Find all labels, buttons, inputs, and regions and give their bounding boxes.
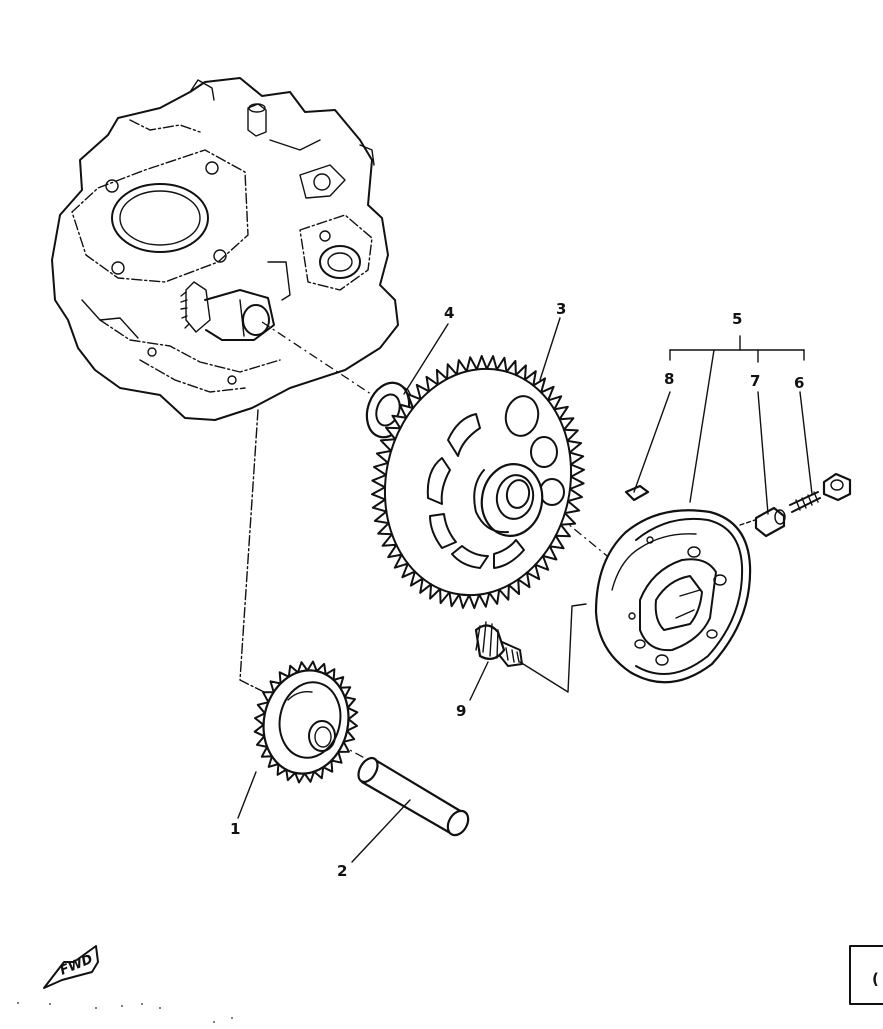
starter-wheel-gear-part-3 (371, 355, 585, 609)
callout-7: 7 (750, 372, 760, 390)
forward-marker-label: FWD (58, 952, 95, 979)
roller-part-8 (624, 484, 786, 538)
page-tab-text: ( (872, 970, 879, 988)
spring-part-7 (789, 491, 821, 513)
idle-gear-part-1 (237, 660, 359, 819)
callout-4: 4 (444, 304, 454, 322)
callout-3: 3 (556, 300, 566, 318)
page-reference-tab: ( (849, 945, 883, 1005)
part-5-bracket (633, 335, 813, 515)
callout-5: 5 (732, 310, 742, 328)
callout-2: 2 (337, 862, 347, 880)
starter-clutch-part-5 (594, 509, 752, 684)
callout-8: 8 (664, 370, 674, 388)
callout-labels: 1 2 3 4 5 6 7 8 9 (230, 300, 804, 880)
engine-crankcase (51, 77, 399, 421)
forward-arrow-icon: FWD (43, 945, 99, 989)
callout-leaders (403, 317, 561, 395)
callout-9: 9 (456, 702, 466, 720)
callout-6: 6 (794, 374, 804, 392)
callout-1: 1 (230, 820, 240, 838)
spring-cap-part-6 (822, 472, 852, 502)
bolt-part-9 (469, 621, 523, 701)
scan-speckles (17, 1002, 233, 1023)
idle-shaft-part-2 (351, 756, 470, 863)
